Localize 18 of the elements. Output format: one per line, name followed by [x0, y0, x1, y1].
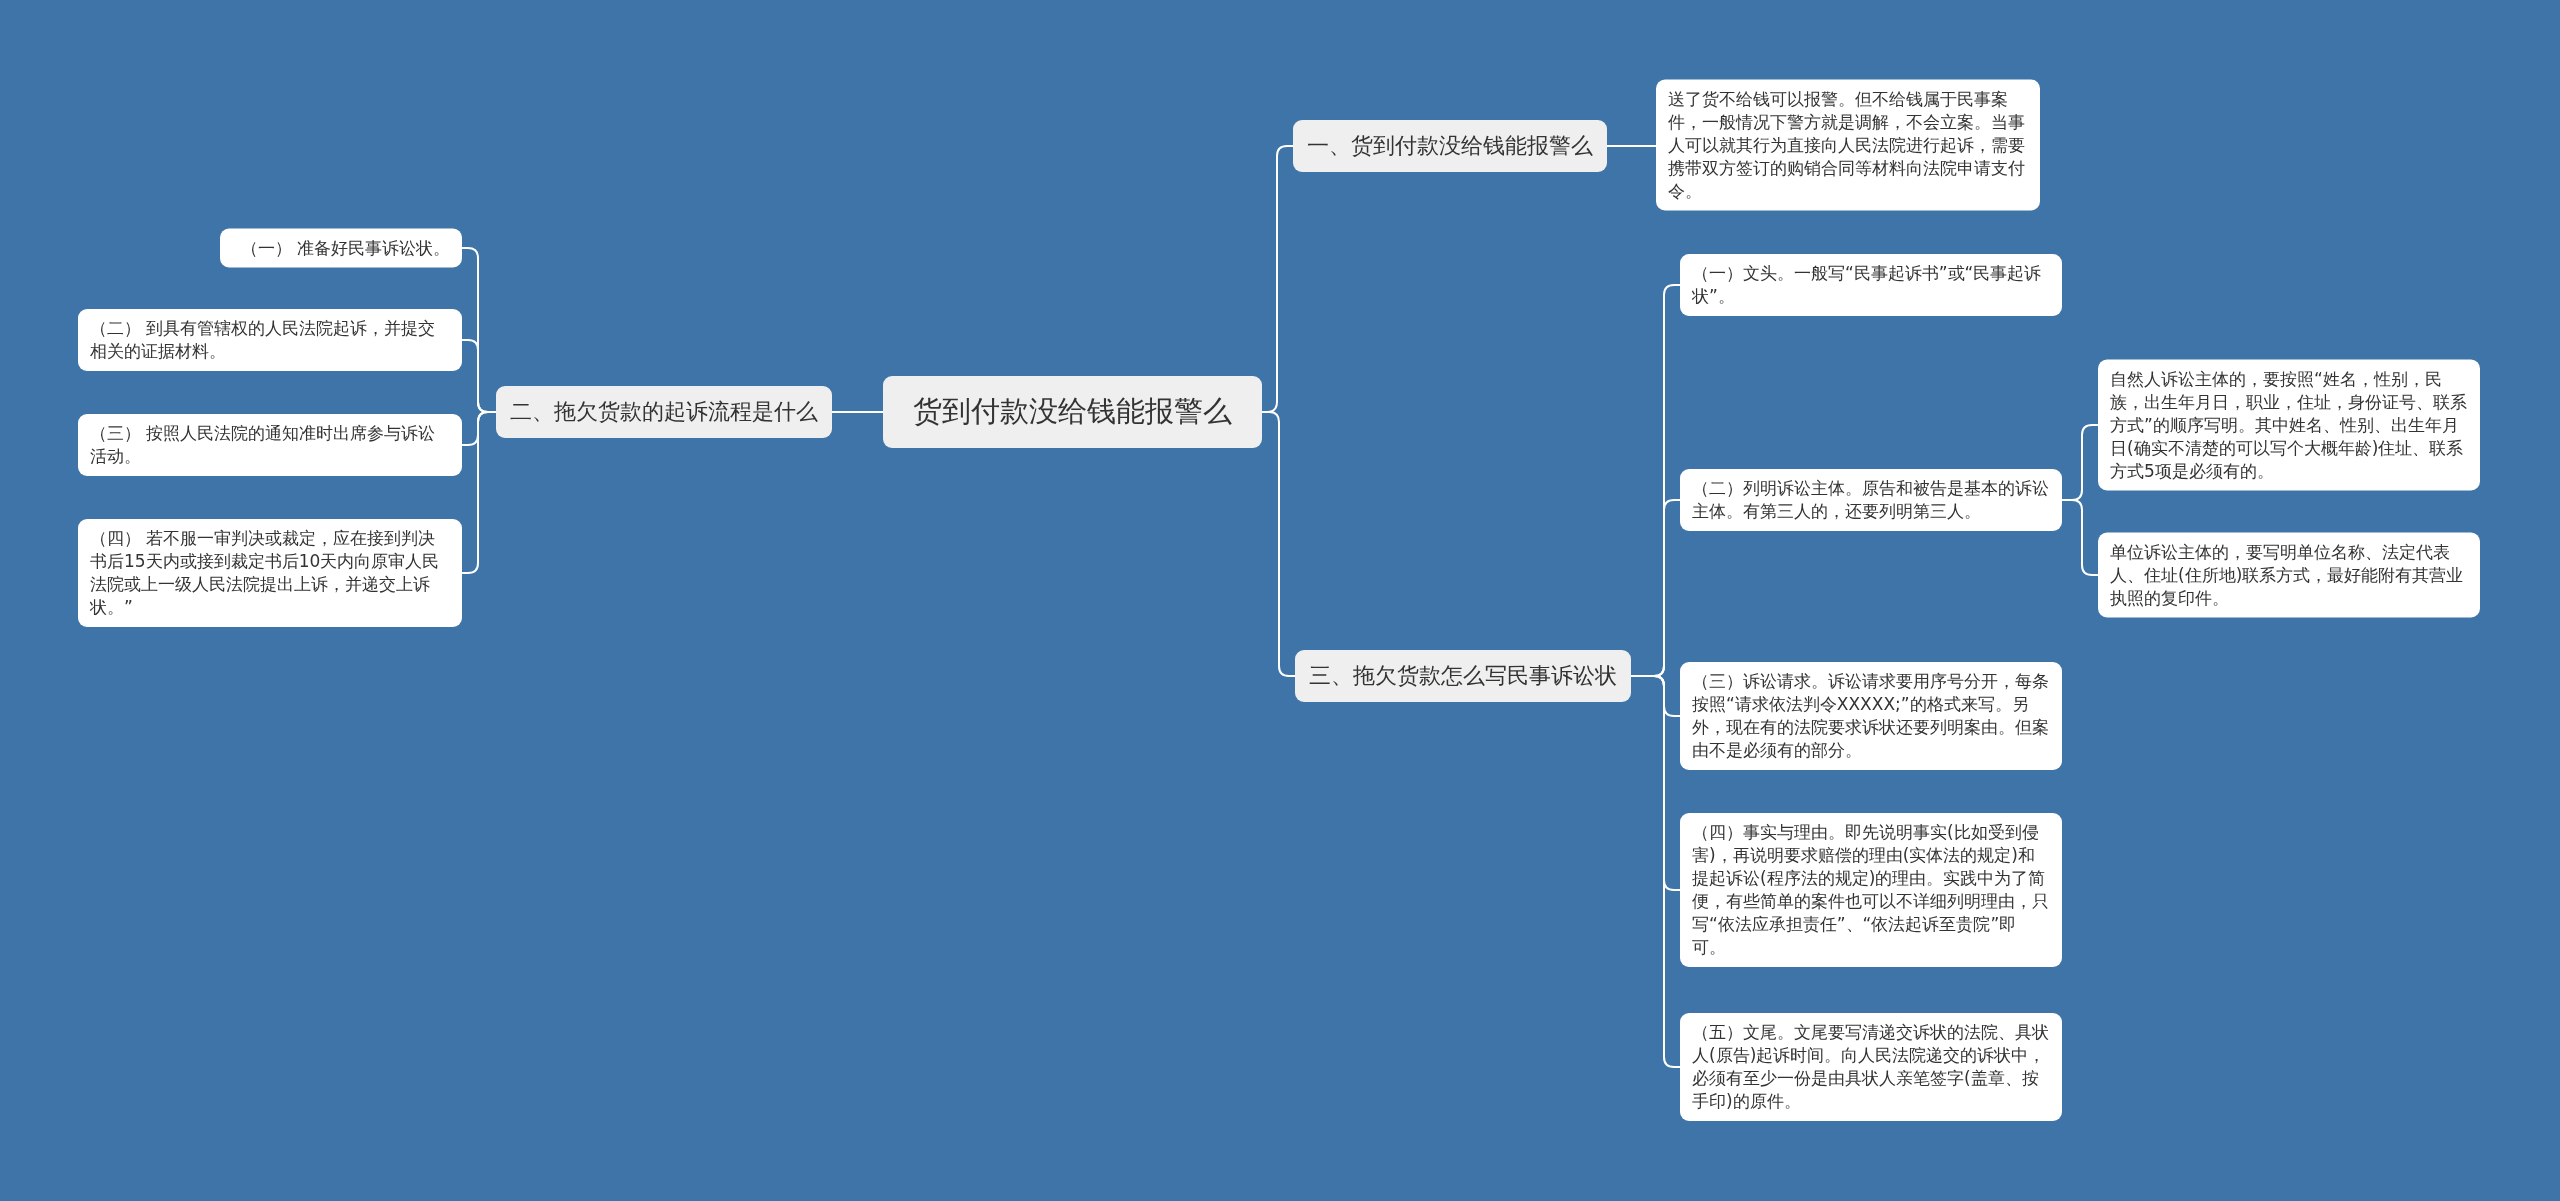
detail-card: 送了货不给钱可以报警。但不给钱属于民事案件，一般情况下警方就是调解，不会立案。当事人可以就其行为直接向人民法院进行起诉，需要携带双方签订的购销合同等材料向法院申请支付令。	[1656, 79, 2040, 211]
detail-card: 单位诉讼主体的，要写明单位名称、法定代表人、住址(住所地)联系方式，最好能附有其营业执照的复印件。	[2098, 532, 2480, 618]
detail-card: （四） 若不服一审判决或裁定，应在接到判决书后15天内或接到裁定书后10天内向原审人民法院或上一级人民法院提出上诉，并递交上诉状。”	[78, 519, 462, 627]
branch-topic-box: 一、货到付款没给钱能报警么	[1293, 120, 1607, 172]
detail-card: （二）列明诉讼主体。原告和被告是基本的诉讼主体。有第三人的，还要列明第三人。	[1680, 469, 2062, 531]
detail-card: （五）文尾。文尾要写清递交诉状的法院、具状人(原告)起诉时间。向人民法院递交的诉状中，必须有至少一份是由具状人亲笔签字(盖章、按手印)的原件。	[1680, 1013, 2062, 1121]
detail-card: （一）文头。一般写“民事起诉书”或“民事起诉状”。	[1680, 254, 2062, 316]
central-topic-box: 货到付款没给钱能报警么	[883, 376, 1262, 448]
detail-card: （四）事实与理由。即先说明事实(比如受到侵害)，再说明要求赔偿的理由(实体法的规定)和提起诉讼(程序法的规定)的理由。实践中为了简便，有些简单的案件也可以不详细列明理由，只写“依法应承担责任”、“依法起诉至贵院”即可。	[1680, 813, 2062, 967]
detail-card: （一） 准备好民事诉讼状。	[220, 228, 462, 268]
branch-topic-box: 三、拖欠货款怎么写民事诉讼状	[1295, 650, 1631, 702]
detail-card: （三）诉讼请求。诉讼请求要用序号分开，每条按照“请求依法判令XXXXX;”的格式来写。另外，现在有的法院要求诉状还要列明案由。但案由不是必须有的部分。	[1680, 662, 2062, 770]
detail-card: 自然人诉讼主体的，要按照“姓名，性别，民族，出生年月日，职业，住址，身份证号、联系方式”的顺序写明。其中姓名、性别、出生年月日(确实不清楚的可以写个大概年龄)住址、联系方式5项是必须有的。	[2098, 359, 2480, 491]
detail-card: （三） 按照人民法院的通知准时出席参与诉讼活动。	[78, 414, 462, 476]
connector-line	[831, 411, 884, 413]
detail-card: （二） 到具有管辖权的人民法院起诉，并提交相关的证据材料。	[78, 309, 462, 371]
connector-line	[1606, 145, 1657, 147]
branch-topic-box: 二、拖欠货款的起诉流程是什么	[496, 386, 832, 438]
